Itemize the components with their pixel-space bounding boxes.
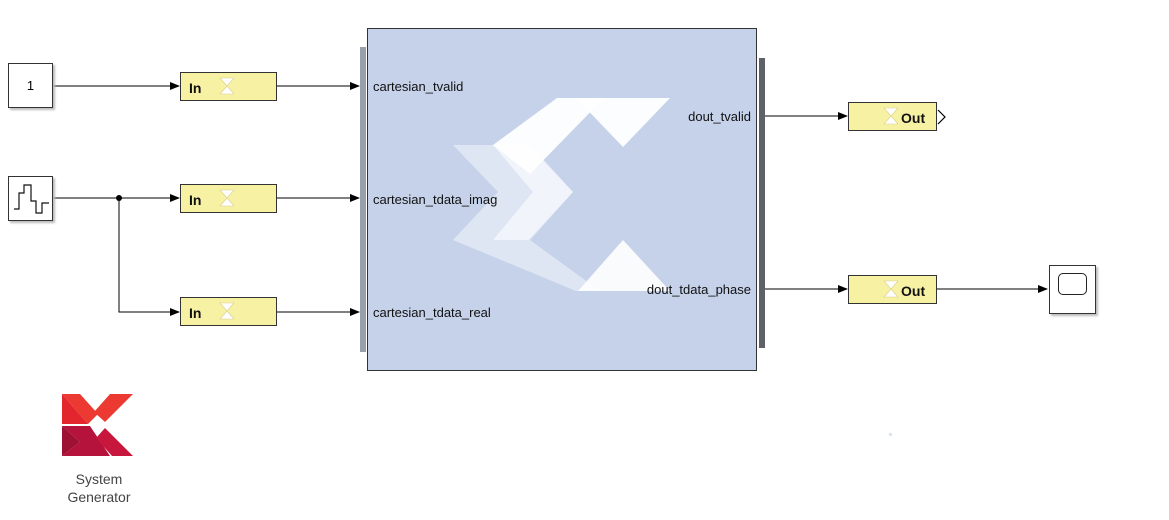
input-port-tdata-real: cartesian_tdata_real — [373, 305, 491, 320]
system-generator-line1: System — [75, 471, 123, 487]
constant-value: 1 — [26, 78, 35, 93]
xilinx-icon — [219, 189, 235, 207]
gateway-in-block[interactable]: In — [180, 72, 277, 101]
wire-branch-to-in3 — [118, 198, 180, 316]
system-generator-line2: Generator — [67, 489, 131, 505]
gateway-in-label: In — [189, 192, 202, 208]
input-port-tvalid: cartesian_tvalid — [373, 79, 464, 94]
stray-dot — [889, 433, 892, 436]
system-generator-logo-icon[interactable] — [60, 392, 136, 458]
gateway-in-label: In — [189, 305, 202, 321]
constant-block[interactable]: 1 — [8, 63, 53, 108]
subsystem-input-bar — [360, 47, 366, 352]
square-wave-icon — [14, 184, 49, 214]
gateway-in-block[interactable]: In — [180, 184, 277, 213]
gateway-in-block[interactable]: In — [180, 297, 277, 326]
output-port-tdata-phase: dout_tdata_phase — [646, 282, 751, 297]
gateway-out-block[interactable]: Out — [848, 102, 937, 131]
xilinx-icon — [883, 280, 899, 298]
scope-block[interactable] — [1049, 265, 1096, 314]
cordic-subsystem-block[interactable]: cartesian_tvalid cartesian_tdata_imag ca… — [367, 28, 757, 371]
scope-screen-icon — [1058, 273, 1087, 295]
xilinx-icon — [883, 107, 899, 125]
gateway-out-label: Out — [901, 110, 926, 126]
signal-source-block[interactable] — [8, 176, 53, 221]
input-port-tdata-imag: cartesian_tdata_imag — [373, 192, 498, 207]
subsystem-output-bar — [759, 58, 765, 348]
branch-point — [116, 195, 122, 201]
xilinx-watermark-icon — [453, 98, 670, 291]
gateway-in-label: In — [189, 80, 202, 96]
xilinx-icon — [219, 77, 235, 95]
system-generator-label: System Generator — [40, 470, 158, 506]
gateway-out-label: Out — [901, 283, 926, 299]
xilinx-icon — [219, 302, 235, 320]
output-port-tvalid: dout_tvalid — [688, 109, 751, 124]
gateway-out-block[interactable]: Out — [848, 275, 937, 304]
output-port-chevron-icon — [937, 109, 946, 125]
